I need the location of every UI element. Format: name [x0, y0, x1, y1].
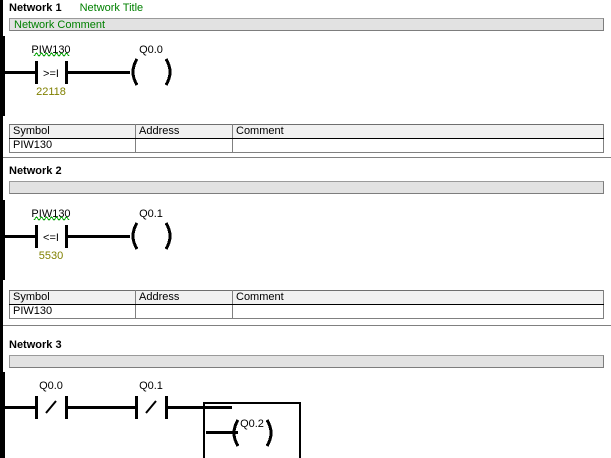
network-header-1: Network 1 Network Title	[9, 2, 143, 16]
coil-selection-box[interactable]	[203, 402, 301, 458]
rung-wire-segment	[5, 235, 35, 238]
network-comment-bar-1[interactable]: Network Comment	[9, 18, 604, 31]
power-rail-left	[2, 36, 5, 116]
column-header-comment[interactable]: Comment	[232, 124, 604, 139]
symbol-table-1[interactable]: Symbol Address Comment PIW130	[9, 124, 604, 153]
contact-left-bar	[35, 61, 38, 84]
column-header-comment[interactable]: Comment	[232, 290, 604, 305]
contact-left-bar	[35, 225, 38, 248]
compare-operator-2: <=I	[43, 232, 59, 244]
cell-symbol[interactable]: PIW130	[9, 304, 136, 319]
network-label-2: Network 2	[9, 165, 62, 177]
network-block-2[interactable]: Network 2 <=I PIW130 5530 Q0.1	[0, 160, 611, 323]
rung-wire-to-coil	[168, 406, 232, 409]
network-label-3: Network 3	[9, 339, 62, 351]
network-label-1: Network 1	[9, 2, 62, 14]
spell-error-squiggle-icon	[33, 216, 70, 221]
column-header-symbol[interactable]: Symbol	[9, 290, 136, 305]
cell-symbol[interactable]: PIW130	[9, 138, 136, 153]
coil-label-1[interactable]: Q0.0	[139, 44, 163, 56]
power-rail-left	[2, 372, 5, 458]
network-block-1[interactable]: Network 1 Network Title Network Comment >…	[0, 0, 611, 157]
coil-label-2[interactable]: Q0.1	[139, 208, 163, 220]
contact-right-bar	[65, 61, 68, 84]
column-header-symbol[interactable]: Symbol	[9, 124, 136, 139]
compare-constant-2[interactable]: 5530	[39, 250, 63, 262]
contact-label-2[interactable]: Q0.1	[139, 380, 163, 392]
compare-operator-1: >=I	[43, 68, 59, 80]
power-rail-left	[2, 200, 5, 280]
cell-comment[interactable]	[232, 138, 604, 153]
rung-wire-to-coil	[68, 235, 130, 238]
coil-right-paren-icon	[164, 58, 172, 86]
column-header-address[interactable]: Address	[135, 290, 233, 305]
rung-network-2[interactable]: <=I PIW130 5530 Q0.1	[0, 200, 611, 280]
contact-1-right-bar	[65, 396, 68, 419]
rung-wire-segment	[5, 406, 35, 409]
table-row[interactable]: PIW130	[9, 138, 604, 153]
contact-2-left-bar	[135, 396, 138, 419]
symbol-table-2[interactable]: Symbol Address Comment PIW130	[9, 290, 604, 319]
network-comment-bar-2[interactable]	[9, 181, 604, 194]
coil-right-paren-icon	[265, 419, 273, 447]
coil-left-paren-icon	[131, 222, 139, 250]
normally-closed-slash-icon	[145, 400, 157, 414]
cell-address[interactable]	[135, 304, 233, 319]
network-title-1[interactable]: Network Title	[79, 2, 144, 14]
rung-network-1[interactable]: >=I PIW130 22118 Q0.0	[0, 36, 611, 116]
contact-right-bar	[65, 225, 68, 248]
coil-label-3[interactable]: Q0.2	[240, 418, 264, 430]
column-header-address[interactable]: Address	[135, 124, 233, 139]
network-separator-2	[3, 325, 611, 326]
symbol-table-header-row: Symbol Address Comment	[9, 124, 604, 139]
cell-comment[interactable]	[232, 304, 604, 319]
network-comment-text-1: Network Comment	[14, 19, 106, 31]
network-separator-1	[3, 157, 611, 158]
rung-network-3[interactable]: Q0.0 Q0.1 Q0.2	[0, 372, 611, 458]
network-header-3: Network 3	[9, 339, 80, 353]
coil-left-paren-icon	[232, 419, 240, 447]
contact-1-left-bar	[35, 396, 38, 419]
normally-closed-slash-icon	[45, 400, 57, 414]
network-comment-bar-3[interactable]	[9, 355, 604, 368]
cell-address[interactable]	[135, 138, 233, 153]
page-left-rail	[0, 0, 3, 458]
rung-wire-to-coil	[68, 71, 130, 74]
coil-inner-wire	[206, 431, 238, 434]
rung-wire-between-contacts	[68, 406, 135, 409]
spell-error-squiggle-icon	[33, 52, 70, 57]
rung-wire-segment	[5, 71, 35, 74]
contact-label-1[interactable]: Q0.0	[39, 380, 63, 392]
table-row[interactable]: PIW130	[9, 304, 604, 319]
coil-left-paren-icon	[131, 58, 139, 86]
network-block-3[interactable]: Network 3 Q0.0 Q0.1	[0, 328, 611, 458]
contact-2-right-bar	[165, 396, 168, 419]
network-header-2: Network 2	[9, 165, 80, 179]
coil-right-paren-icon	[164, 222, 172, 250]
compare-constant-1[interactable]: 22118	[36, 86, 66, 98]
symbol-table-header-row: Symbol Address Comment	[9, 290, 604, 305]
